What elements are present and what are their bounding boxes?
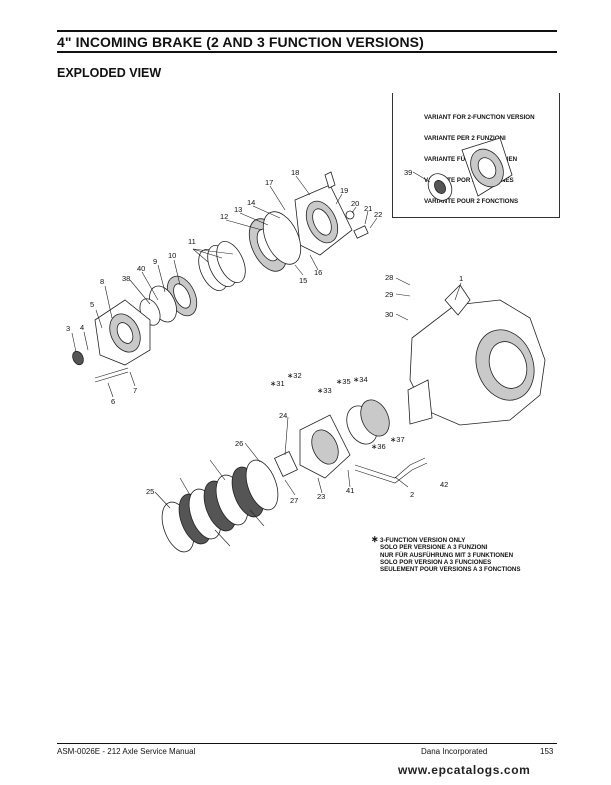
part-label: 3 — [66, 324, 70, 333]
part-labels: 1 2 3 4 5 6 7 8 9 10 11 12 13 14 15 16 1… — [66, 168, 463, 505]
part-label: 9 — [153, 257, 157, 266]
part-label: 40 — [137, 264, 145, 273]
part-label: 5 — [90, 300, 94, 309]
part-label: 12 — [220, 212, 228, 221]
title-rule — [57, 51, 557, 53]
part-label: ∗35 — [336, 377, 351, 386]
lower-disc-pack — [161, 459, 279, 553]
part-label: ∗31 — [270, 379, 285, 388]
part-label: 10 — [168, 251, 176, 260]
part-label: 38 — [122, 274, 130, 283]
part-label: 16 — [314, 268, 322, 277]
part-label: ∗36 — [371, 442, 386, 451]
part-label: 2 — [410, 490, 414, 499]
note-line: NUR FÜR AUSFÜHRUNG MIT 3 FUNKTIONEN — [380, 551, 514, 559]
part-label: 7 — [133, 386, 137, 395]
part-label: 17 — [265, 178, 273, 187]
part-label: 42 — [440, 480, 448, 489]
variant-note-line: VARIANTE POUR 2 FONCTIONS — [424, 198, 519, 205]
footer-manual-title: ASM-0026E - 212 Axle Service Manual — [57, 747, 196, 756]
part-label: 14 — [247, 198, 255, 207]
part-label: 25 — [146, 487, 154, 496]
part-label: ∗32 — [287, 371, 302, 380]
note-line: SOLO POR VERSION A 3 FUNCIONES — [380, 558, 492, 566]
top-rule — [57, 30, 557, 32]
note-line: 3-FUNCTION VERSION ONLY — [380, 537, 466, 544]
footer-company: Dana Incorporated — [421, 747, 488, 756]
part-label: 4 — [80, 323, 84, 332]
leader-lines — [71, 171, 462, 547]
variant-note-line: VARIANT FOR 2-FUNCTION VERSION — [424, 114, 535, 121]
footer-rule — [57, 743, 557, 744]
upper-disc-stack — [139, 211, 302, 326]
part-label: 11 — [188, 237, 196, 246]
part-label: 1 — [459, 274, 463, 283]
part-label: 15 — [299, 276, 307, 285]
asterisk-icon: ∗ — [371, 534, 379, 544]
variant-parts — [427, 137, 513, 201]
part-label: 18 — [291, 168, 299, 177]
note-line: SOLO PER VERSIONE A 3 FUNZIONI — [380, 544, 488, 552]
brake-housing — [294, 171, 369, 256]
watermark: www.epcatalogs.com — [398, 763, 531, 777]
page-number: 153 — [540, 747, 554, 756]
part-label: 22 — [374, 210, 382, 219]
part-label: 20 — [351, 199, 359, 208]
part-label: ∗34 — [353, 375, 368, 384]
part-label: ∗37 — [390, 435, 405, 444]
part-label: 19 — [340, 186, 348, 195]
part-label: 24 — [279, 411, 287, 420]
part-label: 13 — [234, 205, 242, 214]
part-label: 26 — [235, 439, 243, 448]
three-function-note: ∗ 3-FUNCTION VERSION ONLY SOLO PER VERSI… — [371, 534, 521, 574]
variant-note-line: VARIANTE PER 2 FUNZIONI — [424, 135, 506, 142]
part-label: 28 — [385, 273, 393, 282]
three-function-parts — [273, 399, 428, 484]
part-label: 27 — [290, 496, 298, 505]
axle-housing — [407, 284, 546, 426]
part-label: 39 — [404, 168, 412, 177]
part-label: 41 — [346, 486, 354, 495]
part-label: 6 — [111, 397, 115, 406]
part-label: ∗33 — [317, 386, 332, 395]
variant-inset-frame — [392, 93, 560, 218]
section-subtitle: EXPLODED VIEW — [57, 66, 162, 80]
brake-cover — [72, 299, 151, 383]
part-label: 8 — [100, 277, 104, 286]
part-label: 21 — [364, 204, 372, 213]
note-line: SEULEMENT POUR VERSIONS A 3 FONCTIONS — [380, 566, 521, 574]
page-title: 4" INCOMING BRAKE (2 AND 3 FUNCTION VERS… — [57, 34, 424, 50]
part-label: 29 — [385, 290, 393, 299]
part-label: 23 — [317, 492, 325, 501]
part-label: 30 — [385, 310, 393, 319]
